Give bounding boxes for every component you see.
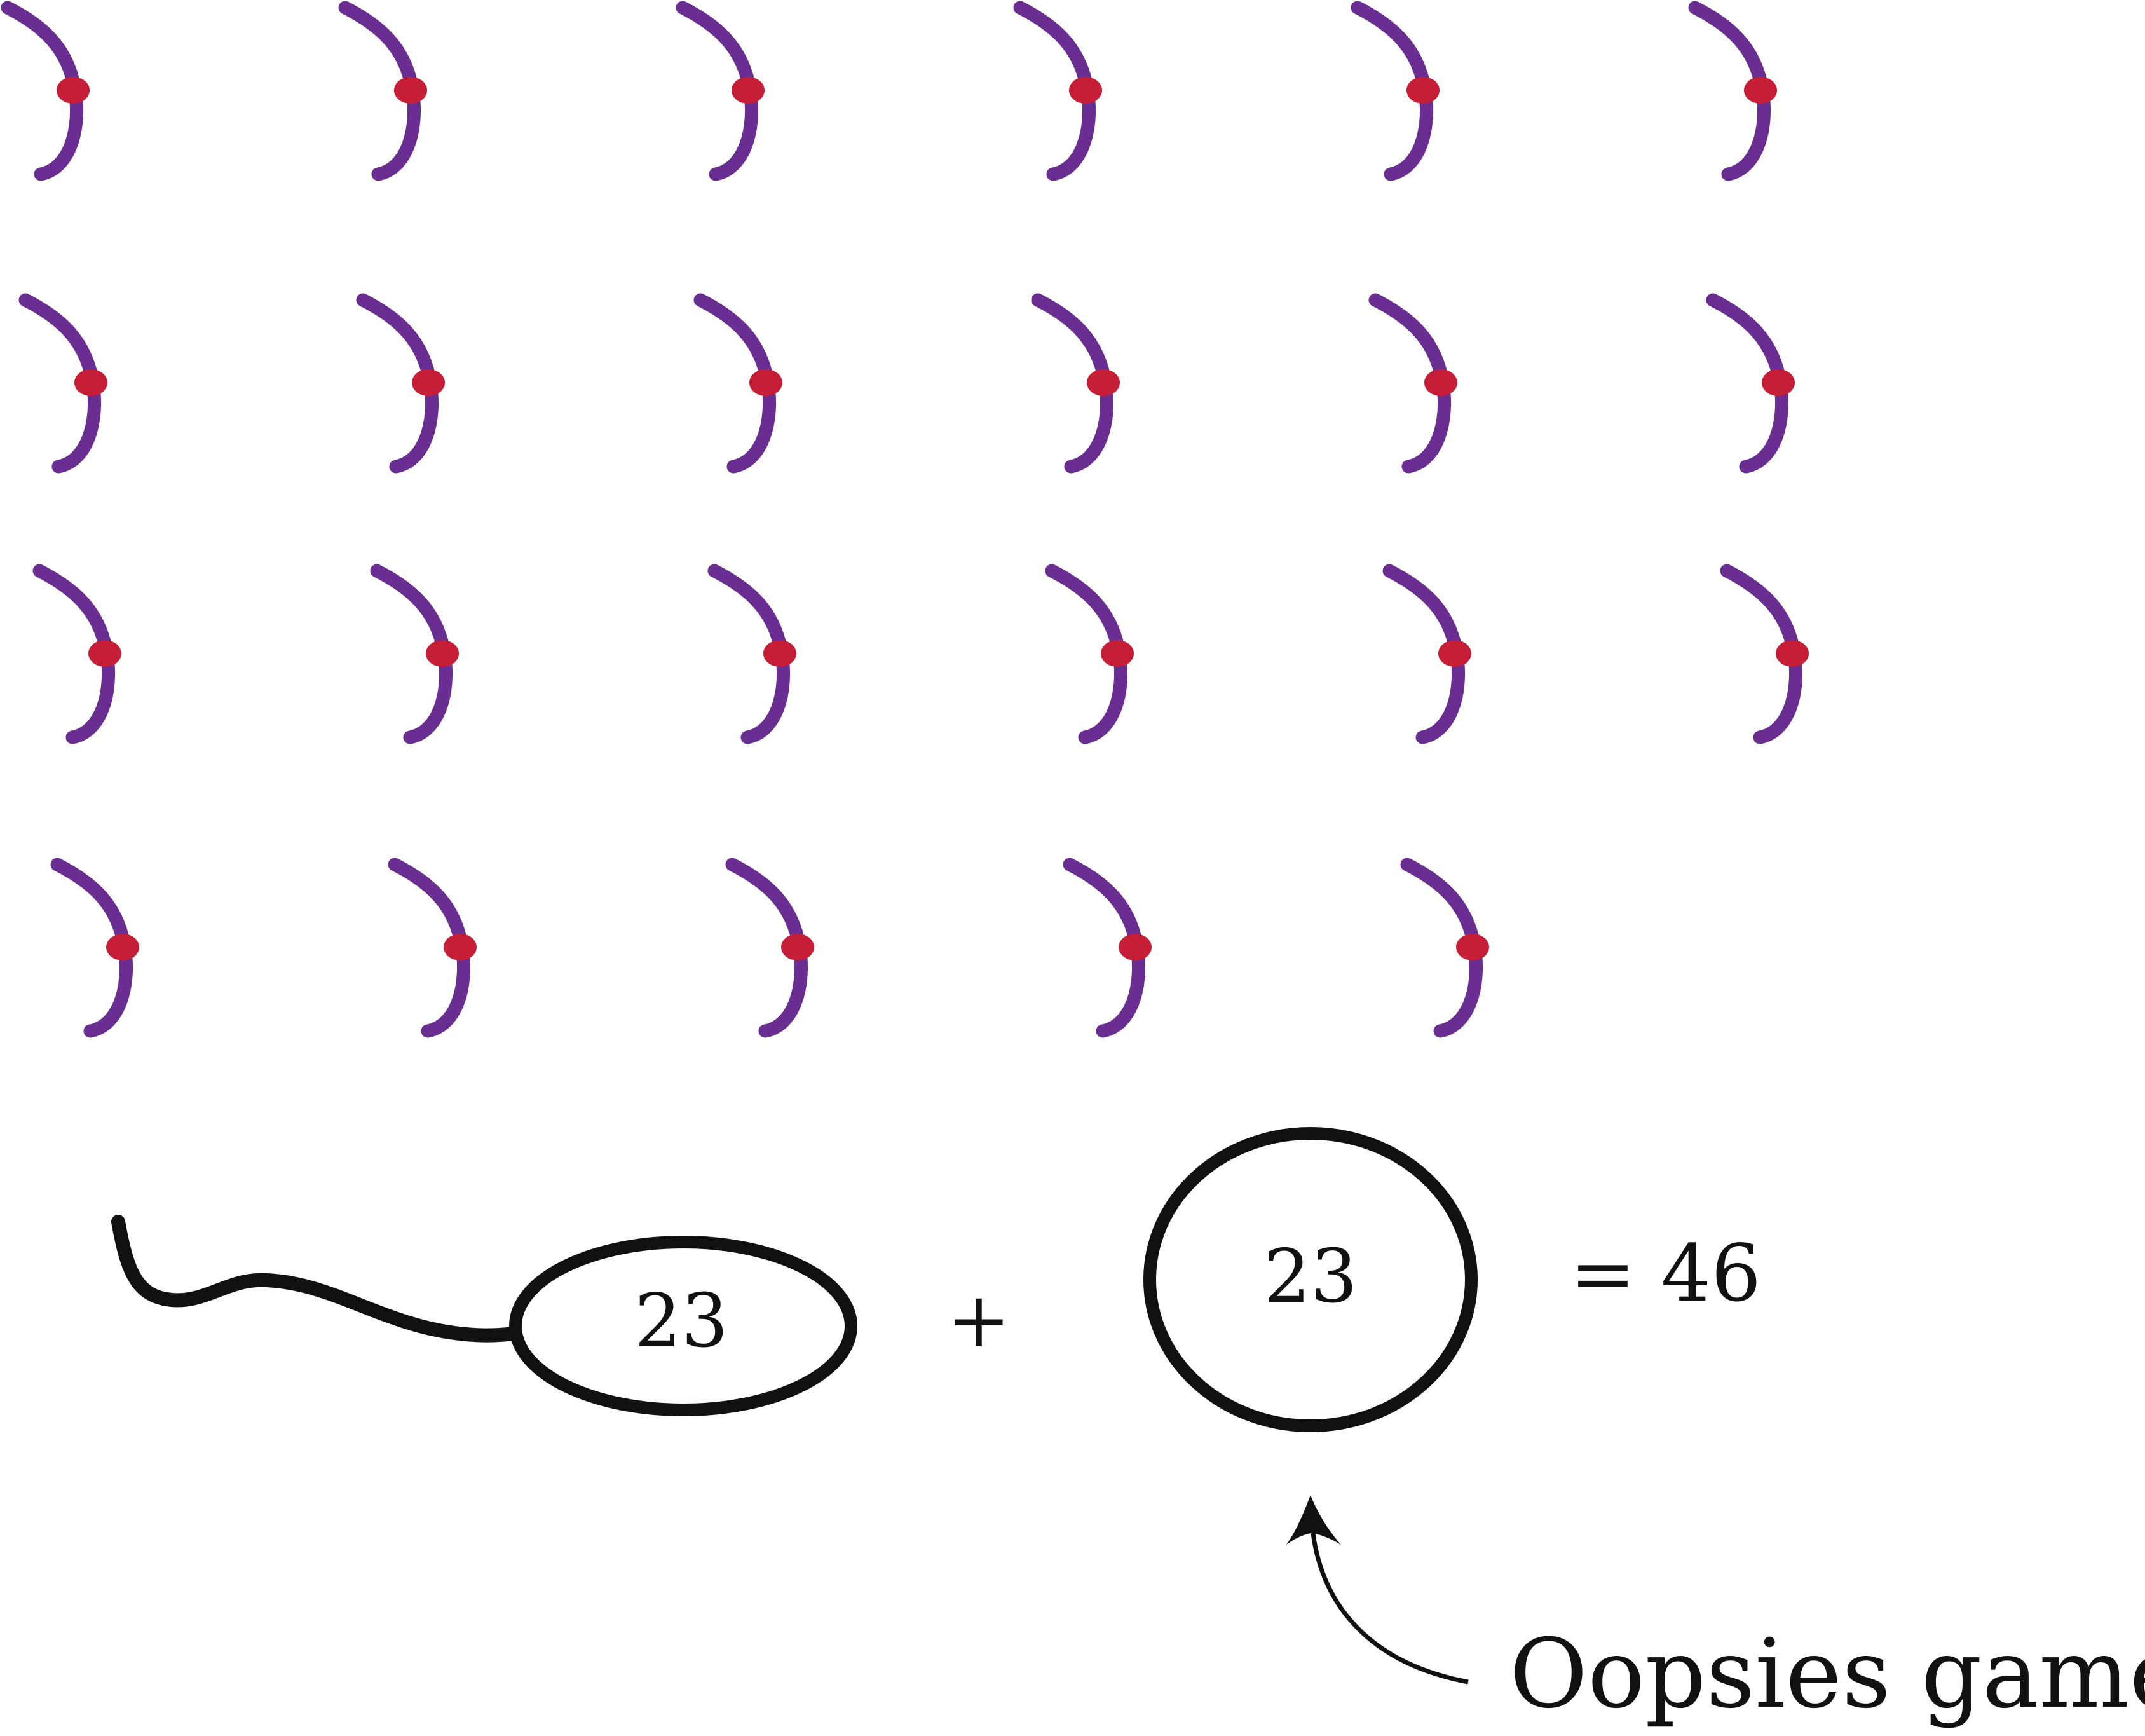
centromere: [1119, 934, 1152, 960]
centromere: [1438, 640, 1471, 667]
chromosome: [338, 1, 427, 181]
egg-chromosome-count: 23: [1263, 1234, 1358, 1320]
chromosome: [676, 1, 765, 181]
annotation-arrow-shaft: [1311, 1533, 1469, 1685]
centromere: [57, 77, 90, 104]
centromere: [781, 934, 814, 960]
chromosome: [32, 564, 121, 744]
sperm-chromosome-count: 23: [634, 1278, 728, 1364]
chromosome: [1031, 293, 1120, 474]
annotation-label: Oopsies gamete!: [1509, 1619, 2145, 1730]
centromere: [1406, 77, 1440, 104]
chromosome: [370, 564, 459, 744]
chromosome: [693, 293, 782, 474]
chromosome: [18, 293, 107, 474]
chromosome: [707, 564, 796, 744]
centromere: [88, 640, 121, 667]
chromosome: [1063, 858, 1152, 1038]
plus-sign: +: [947, 1276, 1011, 1365]
chromosome-total: = 46: [1570, 1228, 1761, 1320]
centromere: [1456, 934, 1489, 960]
egg-cell: [1143, 1127, 1478, 1432]
chromosome: [1013, 1, 1102, 181]
chromosome: [1382, 564, 1471, 744]
sperm-gamete: 23: [111, 1215, 857, 1416]
chromosome: [1351, 1, 1440, 181]
chromosome: [1706, 293, 1795, 474]
centromere: [749, 369, 782, 396]
centromere: [1101, 640, 1134, 667]
centromere: [1424, 369, 1457, 396]
chromosome: [1045, 564, 1134, 744]
oopsies-annotation: Oopsies gamete!: [1286, 1495, 2145, 1730]
centromere: [1762, 369, 1795, 396]
centromere: [412, 369, 445, 396]
annotation-arrowhead: [1286, 1495, 1341, 1545]
chromosome: [388, 858, 477, 1038]
centromere: [1069, 77, 1102, 104]
chromosome: [1368, 293, 1457, 474]
centromere: [763, 640, 796, 667]
sperm-head: [509, 1236, 857, 1416]
centromere: [74, 369, 107, 396]
centromere: [1744, 77, 1777, 104]
chromosome: [1720, 564, 1809, 744]
chromosome: [1688, 1, 1777, 181]
centromere: [1087, 369, 1120, 396]
chromosome: [50, 858, 139, 1038]
chromosome: [356, 293, 445, 474]
centromere: [394, 77, 427, 104]
chromosome: [1400, 858, 1489, 1038]
sperm-tail: [111, 1215, 525, 1343]
egg-gamete: 23: [1143, 1127, 1478, 1432]
chromosome: [725, 858, 814, 1038]
chromosome: [1, 1, 90, 181]
centromere: [1776, 640, 1809, 667]
chromosome-grid: [1, 1, 1809, 1038]
centromere: [732, 77, 765, 104]
centromere: [106, 934, 139, 960]
centromere: [426, 640, 459, 667]
centromere: [444, 934, 477, 960]
